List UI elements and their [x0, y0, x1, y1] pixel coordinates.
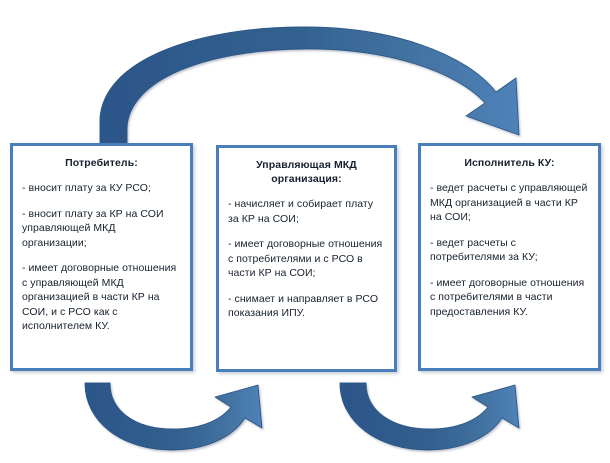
arrow-management-to-executor — [339, 382, 520, 451]
box-management-line-2: - имеет договорные отношения с потребите… — [228, 238, 383, 279]
box-consumer-line-2: - вносит плату за КР на СОИ управляющей … — [22, 207, 164, 249]
box-management-line-3: - снимает и направляет в РСО показания И… — [228, 292, 379, 320]
box-consumer-line-3: - имеет договорные отношения с управляющ… — [22, 262, 177, 332]
arrow-consumer-to-management — [84, 382, 263, 451]
box-executor-line-1: - ведет расчеты с управляющей МКД органи… — [430, 182, 588, 223]
box-executor[interactable]: Исполнитель КУ: - ведет расчеты с управл… — [418, 143, 601, 371]
box-management-line-1: - начисляет и собирает плату за КР на СО… — [228, 198, 374, 225]
box-consumer-line-1: - вносит плату за КУ РСО; — [22, 182, 151, 194]
box-executor-title: Исполнитель КУ: — [464, 157, 555, 169]
box-management-organization[interactable]: Управляющая МКД организация: - начисляет… — [216, 145, 397, 372]
box-consumer-title: Потребитель: — [65, 157, 138, 169]
box-consumer[interactable]: Потребитель: - вносит плату за КУ РСО; -… — [10, 143, 193, 371]
box-executor-line-2: - ведет расчеты с потребителями за КУ; — [430, 236, 538, 264]
box-management-title: Управляющая МКД организация: — [256, 159, 357, 185]
box-executor-line-3: - имеет договорные отношения с потребите… — [430, 276, 585, 318]
arrow-consumer-to-executor — [99, 26, 520, 144]
